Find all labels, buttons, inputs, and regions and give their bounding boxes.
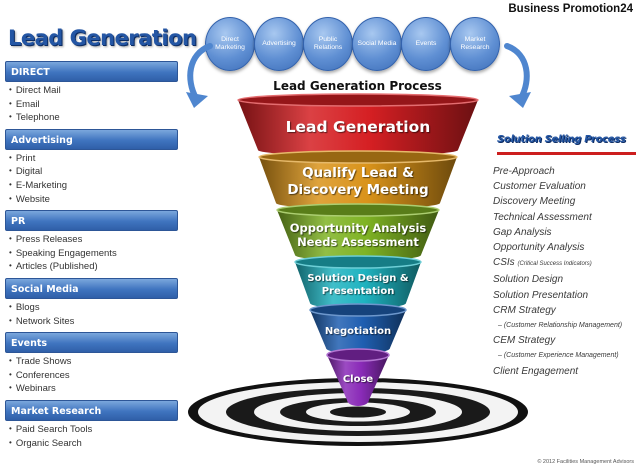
step-text: CEM Strategy: [493, 335, 556, 347]
list-item: Articles (Published): [9, 260, 178, 274]
funnel-stage: [277, 210, 439, 261]
funnel-stage-label: Opportunity Analysis Needs Assessment: [289, 220, 427, 249]
list-item: Direct Mail: [9, 84, 178, 98]
channel-bubble: Events: [401, 17, 451, 71]
channel-bubble: Social Media: [352, 17, 402, 71]
selling-step: Pre-Approach: [493, 164, 639, 179]
funnel-stage-rim: [237, 93, 479, 107]
category-header: Market Research: [5, 399, 178, 421]
selling-step: CEM Strategy: [493, 333, 639, 348]
step-text: Gap Analysis: [493, 226, 552, 238]
selling-step: – (Customer Experience Management): [493, 348, 639, 363]
list-item: Press Releases: [9, 233, 178, 247]
funnel-stage: [327, 355, 389, 406]
category-items: Paid Search ToolsOrganic Search: [5, 421, 178, 452]
category-items: Press ReleasesSpeaking EngagementsArticl…: [5, 231, 178, 276]
selling-step: Gap Analysis: [493, 225, 639, 240]
step-text: Discovery Meeting: [493, 196, 576, 208]
category-items: BlogsNetwork Sites: [5, 299, 178, 330]
step-text: – (Customer Experience Management): [498, 352, 619, 360]
selling-step: Client Engagement: [493, 364, 639, 379]
category-header: DIRECT: [5, 61, 178, 82]
brand-label: Business Promotion24: [508, 3, 633, 15]
step-text: Opportunity Analysis: [493, 242, 585, 254]
category-header: Social Media: [5, 277, 178, 299]
list-item: Speaking Engagements: [9, 247, 178, 261]
funnel-stage-rim: [276, 203, 440, 217]
funnel-stage-label: Qualify Lead & Discovery Meeting: [287, 165, 429, 198]
step-text: CSIs: [493, 257, 515, 269]
step-text: Technical Assessment: [493, 211, 592, 223]
funnel-stage-label: Close: [342, 374, 374, 385]
selling-step: Customer Evaluation: [493, 179, 639, 194]
list-item: Digital: [9, 165, 178, 179]
process-title: Lead Generation Process: [273, 79, 442, 93]
list-item: Organic Search: [9, 437, 178, 451]
funnel-stage-rim: [258, 150, 458, 164]
funnel-stage: [238, 100, 478, 156]
channel-bubble: Market Research: [450, 17, 500, 71]
selling-step: Solution Design: [493, 272, 639, 287]
selling-step: CSIs (Critical Success Indicators): [493, 255, 639, 272]
list-item: Conferences: [9, 369, 178, 383]
selling-step: Opportunity Analysis: [493, 240, 639, 255]
list-item: Trade Shows: [9, 355, 178, 369]
list-item: Webinars: [9, 382, 178, 396]
page-title: Lead Generation: [8, 26, 197, 50]
left-curved-arrow-icon: [186, 43, 213, 108]
selling-step: Discovery Meeting: [493, 194, 639, 209]
list-item: Email: [9, 98, 178, 112]
selling-step: Solution Presentation: [493, 288, 639, 303]
solution-selling-title: Solution Selling Process: [497, 134, 626, 145]
funnel-stage-label: Negotiation: [324, 325, 392, 337]
channel-bubble: Public Relations: [303, 17, 353, 71]
funnel-stage: [259, 157, 457, 209]
channel-bubble: Direct Marketing: [205, 17, 255, 71]
selling-step: – (Customer Relationship Management): [493, 318, 639, 333]
funnel-stage-rim: [309, 303, 407, 317]
funnel-stage-rim: [294, 255, 422, 269]
right-curved-arrow-icon: [504, 43, 531, 108]
step-text: Pre-Approach: [493, 166, 555, 177]
category-items: Trade ShowsConferencesWebinars: [5, 353, 178, 398]
funnel-stage: [295, 262, 421, 309]
step-text: Customer Evaluation: [493, 181, 586, 193]
channel-list: DIRECTDirect MailEmailTelephoneAdvertisi…: [5, 59, 178, 452]
list-item: Blogs: [9, 301, 178, 315]
step-text: Solution Presentation: [493, 289, 589, 301]
category-header: Events: [5, 332, 178, 354]
list-item: Website: [9, 193, 178, 207]
step-text: CRM Strategy: [493, 304, 556, 316]
list-item: E-Marketing: [9, 179, 178, 193]
target-icon: [188, 378, 528, 446]
copyright-notice: © 2012 Facilities Management Advisors: [537, 459, 634, 465]
step-note: (Critical Success Indicators): [517, 261, 592, 268]
funnel-stage-rim: [326, 348, 390, 362]
category-header: PR: [5, 210, 178, 232]
list-item: Network Sites: [9, 315, 178, 329]
list-item: Print: [9, 152, 178, 166]
funnel-stage: [310, 310, 406, 354]
selling-step: CRM Strategy: [493, 303, 639, 318]
list-item: Telephone: [9, 111, 178, 125]
category-items: Direct MailEmailTelephone: [5, 82, 178, 127]
funnel-stage-label: Lead Generation: [285, 118, 431, 136]
step-text: Solution Design: [493, 274, 564, 286]
category-items: PrintDigitalE-MarketingWebsite: [5, 150, 178, 208]
funnel-stage-label: Solution Design & Presentation: [307, 272, 409, 297]
list-item: Paid Search Tools: [9, 423, 178, 437]
title-underline: [497, 152, 636, 155]
step-text: Client Engagement: [493, 365, 579, 377]
selling-step: Technical Assessment: [493, 210, 639, 225]
step-text: – (Customer Relationship Management): [498, 322, 623, 330]
category-header: Advertising: [5, 128, 178, 150]
